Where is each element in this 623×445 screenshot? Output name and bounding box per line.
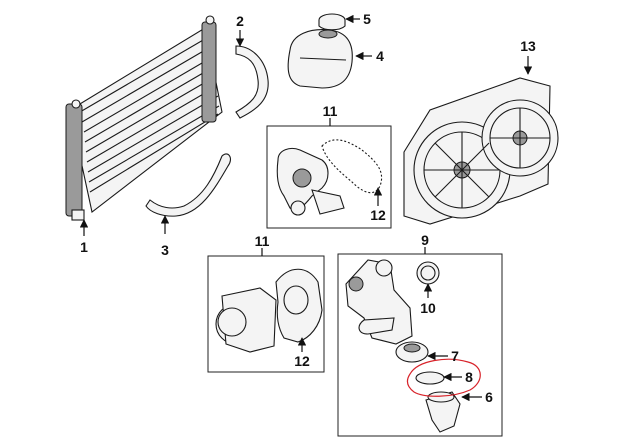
thermostat — [395, 341, 429, 363]
highlight-circle — [406, 358, 481, 397]
water-pump-lower — [215, 287, 277, 353]
callout-7: 7 — [451, 348, 459, 364]
water-pump-upper — [276, 147, 345, 216]
callout-5: 5 — [363, 11, 371, 27]
callout-10: 10 — [420, 300, 436, 316]
callout-9: 9 — [421, 232, 429, 248]
callout-4: 4 — [376, 48, 384, 64]
callout-8: 8 — [465, 369, 473, 385]
upper-radiator-hose — [235, 45, 269, 119]
callout-11-upper: 11 — [323, 103, 338, 119]
callout-12-upper: 12 — [370, 207, 386, 223]
callout-3: 3 — [161, 242, 169, 258]
thermostat-group-box — [337, 253, 503, 437]
callout-12-lower: 12 — [294, 353, 310, 369]
callout-13: 13 — [520, 38, 536, 54]
callout-11-lower: 11 — [255, 233, 270, 249]
callout-1: 1 — [80, 239, 88, 255]
water-pump-gasket-upper — [321, 139, 382, 194]
radiator — [65, 15, 223, 221]
callout-2: 2 — [236, 13, 244, 29]
water-pump-group-box-lower — [207, 255, 325, 373]
water-pump-group-box — [266, 125, 392, 229]
reservoir-cap — [318, 13, 346, 31]
callout-6: 6 — [485, 389, 493, 405]
thermostat-outlet — [425, 391, 461, 433]
lower-radiator-hose — [145, 153, 231, 217]
thermostat-seal — [415, 371, 445, 385]
thermostat-housing — [345, 259, 413, 345]
cooling-fan-assembly — [403, 77, 559, 225]
